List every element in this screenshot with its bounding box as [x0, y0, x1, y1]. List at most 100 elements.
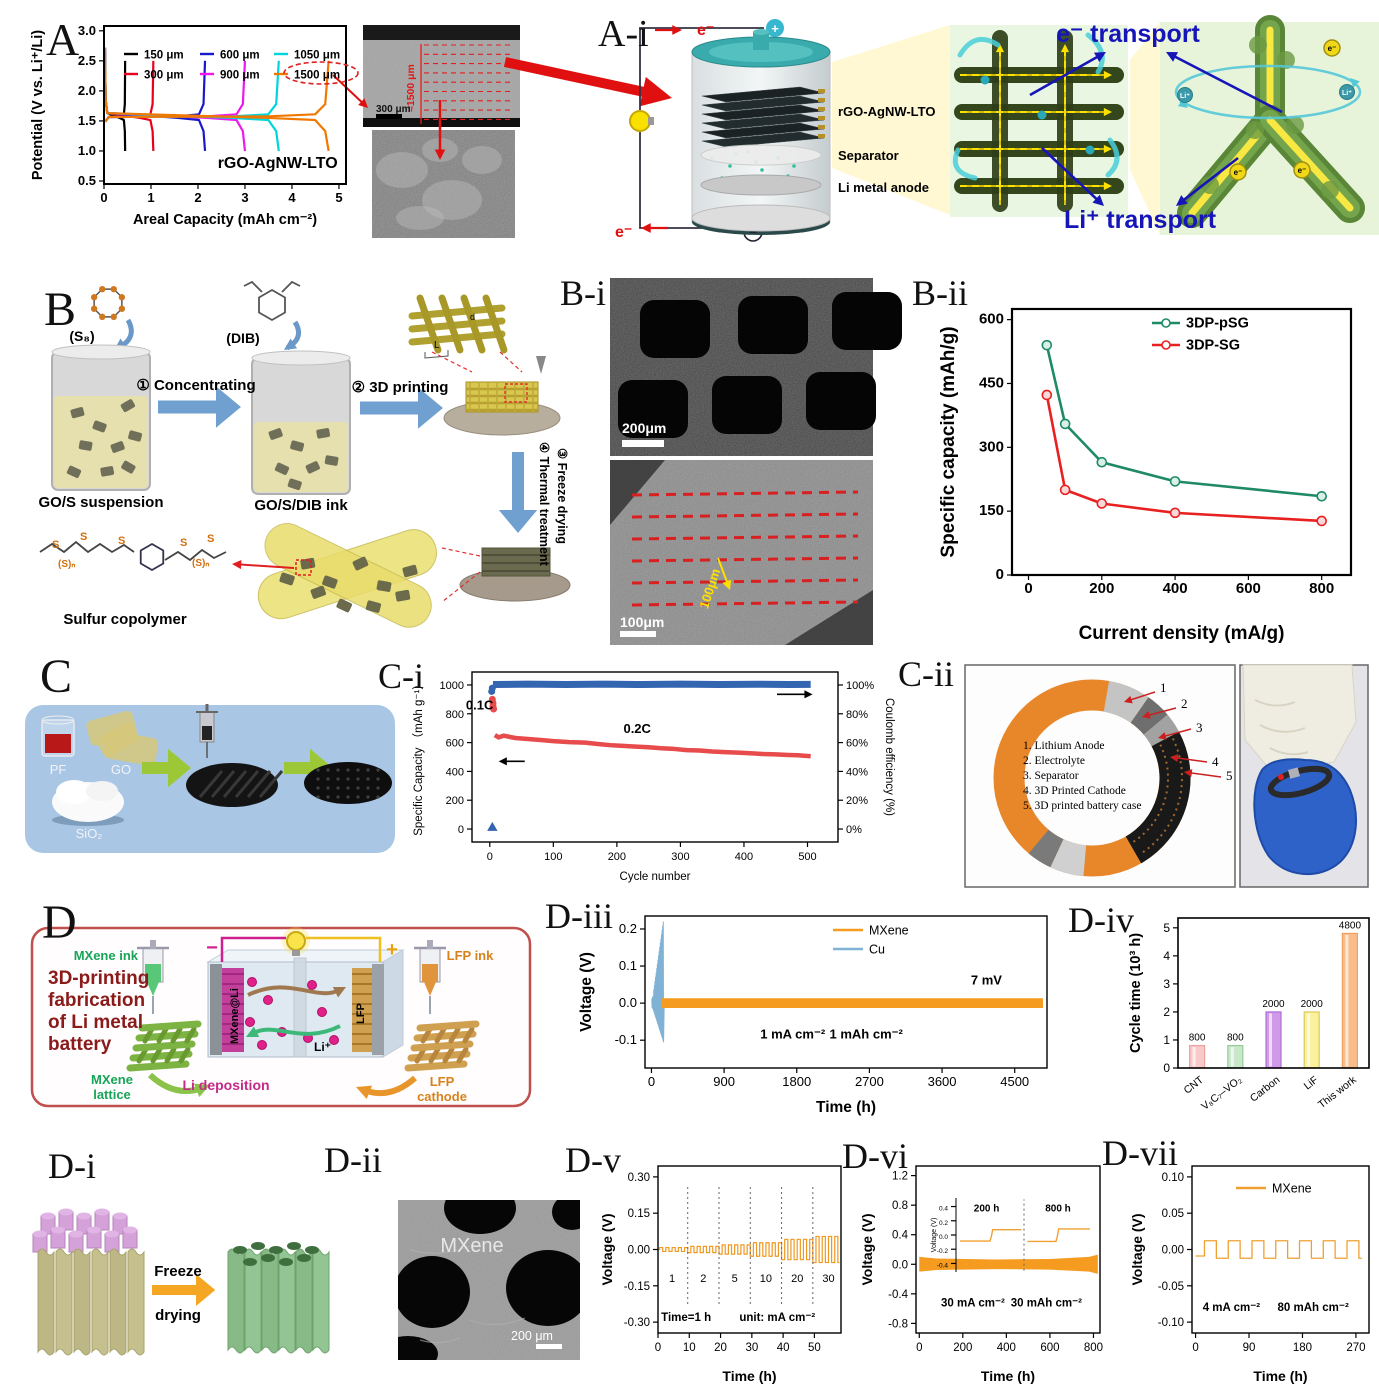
lfp-cathode-label-1: LFP: [430, 1074, 455, 1089]
chart-ci-cycling-part: Cycle number: [620, 871, 691, 883]
panel-label-a: A: [46, 14, 79, 65]
panel-c-schematic-part: [336, 786, 340, 790]
panel-c-schematic-part: [336, 768, 340, 772]
panel-cii-photos-part: [1124, 695, 1133, 704]
panel-a-sem-images-part: [363, 118, 520, 127]
step3-label: ③ Freeze drying: [555, 448, 569, 544]
panel-b-schematic-part-part: [264, 523, 432, 628]
panel-d-schematic-part: [416, 1020, 480, 1032]
chart-dv-rate-steps-part: 2: [700, 1273, 706, 1285]
panel-b-schematic-part: [310, 585, 327, 599]
chart-div-cycle-time-part: [1345, 934, 1349, 1067]
panel-di-schematic-part: [77, 1212, 91, 1220]
panel-d-schematic-part: [329, 1035, 339, 1045]
minus-terminal-label: −: [749, 224, 757, 240]
chart-a-potential-capacity-part: [103, 47, 330, 152]
panel-b-schematic-part: [92, 420, 107, 433]
panel-label-ai: A-i: [598, 13, 649, 55]
panel-di-schematic-part: [305, 1246, 319, 1254]
panel-b-schematic-part: [110, 441, 125, 453]
panel-ai-schematic-part: [1293, 161, 1311, 179]
panel-ai-schematic-part: [1174, 64, 1362, 120]
electron-top-label: e⁻: [697, 22, 714, 39]
panel-ai-schematic-part: [1037, 110, 1047, 120]
panel-di-schematic-part: [233, 1246, 247, 1254]
panel-ai-schematic-part: [1085, 145, 1095, 155]
panel-di-schematic-part: [243, 1258, 257, 1266]
chart-div-cycle-time-part: 0: [1163, 1061, 1170, 1075]
ring-num-1: 1: [1160, 680, 1167, 695]
chart-div-cycle-time-part: [1188, 1044, 1206, 1069]
panel-b-schematic-part: [90, 294, 98, 301]
chart-dvii-deep-cycling-part: Voltage (V): [1129, 1213, 1145, 1285]
d-title-3: of Li metal: [48, 1012, 143, 1033]
panel-d-schematic-part: [193, 1083, 210, 1098]
chart-ci-cycling-part: 500: [798, 851, 816, 863]
panel-ai-schematic-part: [753, 29, 769, 35]
panel-ai-schematic-part: [818, 125, 825, 129]
chart-bii-rate-capability-part: [1010, 307, 1353, 577]
chart-div-cycle-time-part: 2000: [1262, 999, 1285, 1010]
chart-dvi-long-cycling-part: -0.4: [888, 1289, 908, 1301]
panel-a-sem-images-part: [396, 206, 444, 230]
chart-diii-symmetric-cell-part: [661, 998, 1043, 1008]
d-title-2: fabrication: [48, 990, 145, 1011]
panel-cii-photos-part: [1125, 731, 1191, 864]
chart-ci-cycling-part: 100: [544, 851, 562, 863]
panel-ai-schematic-part: [818, 107, 825, 111]
step2-label: ② 3D printing: [352, 379, 449, 396]
panel-ai-schematic-part: [1201, 176, 1219, 194]
mxene-lattice-label-1: MXene: [91, 1072, 133, 1087]
chart-div-cycle-time-part: Cycle time (10³ h): [1128, 933, 1144, 1053]
chart-diii-symmetric-cell-part: 0: [648, 1074, 655, 1089]
panel-ai-schematic-part: [1103, 107, 1112, 117]
panel-c-schematic-part: [56, 780, 92, 804]
panel-bi-sem-images-part: [631, 556, 859, 563]
panel-b-schematic: [39, 280, 571, 628]
panel-b-schematic-part: [279, 572, 295, 586]
chart-a-potential-capacity-part: 4: [288, 190, 296, 205]
panel-a-sem-images-part: [332, 74, 366, 106]
step4-label: ④ Thermal treatment: [537, 442, 551, 567]
ring-num-5: 5: [1226, 768, 1233, 783]
go-label: GO: [111, 762, 131, 777]
panel-d-schematic-part: [372, 964, 384, 1055]
chart-dvii-deep-cycling-part: 270: [1346, 1342, 1365, 1354]
chart-ci-cycling-part: 0: [487, 851, 493, 863]
chart-dvi-inset-part: 200 h: [974, 1204, 1000, 1215]
panel-b-schematic-part: [322, 575, 338, 589]
chart-a-potential-capacity-part: 1050 μm: [294, 50, 340, 62]
panel-d-schematic-part: [382, 949, 404, 1058]
chart-bii-rate-capability-part: 0: [996, 566, 1004, 583]
chart-dv-rate-steps-part: 10: [760, 1273, 772, 1285]
chart-dvi-inset-part: 0.4: [939, 1206, 948, 1213]
chart-dv-rate-steps-part: Voltage (V): [599, 1213, 615, 1285]
chart-bii-rate-capability-part: [1059, 418, 1071, 430]
chart-dvi-inset-part: 0.0: [939, 1234, 948, 1241]
chart-dvi-long-cycling-part: [919, 1254, 1098, 1274]
panel-b-schematic-part: [287, 478, 302, 491]
panel-a-sem-images-part: [503, 57, 659, 100]
chart-diii-symmetric-cell-part: 0.1: [619, 958, 637, 973]
panel-b-schematic-part: [402, 564, 418, 578]
panel-c-schematic-part: [316, 786, 320, 790]
panel-d-schematic-part: [156, 1026, 169, 1044]
panel-c-schematic-part: [246, 770, 272, 798]
d-title-1: 3D-printing: [48, 968, 149, 989]
panel-ai-schematic-part: [818, 116, 825, 120]
panel-ai-schematic-part: [980, 75, 990, 85]
chart-div-cycle-time-part: [1269, 1013, 1272, 1067]
panel-bi-sem-images-part: [631, 490, 859, 497]
panel-c-schematic-part: [41, 715, 75, 725]
panel-di-schematic-part: [91, 1248, 109, 1356]
freeze-label: Freeze: [154, 1263, 202, 1280]
chart-div-cycle-time-part: [1303, 1011, 1320, 1069]
panel-a-sem-images-part: [376, 114, 402, 119]
panel-b-schematic-part: [352, 556, 369, 571]
panel-di-schematic-part: [113, 1212, 127, 1220]
panel-c-schematic-part: [336, 795, 340, 799]
panel-c-schematic-part: [376, 768, 380, 772]
